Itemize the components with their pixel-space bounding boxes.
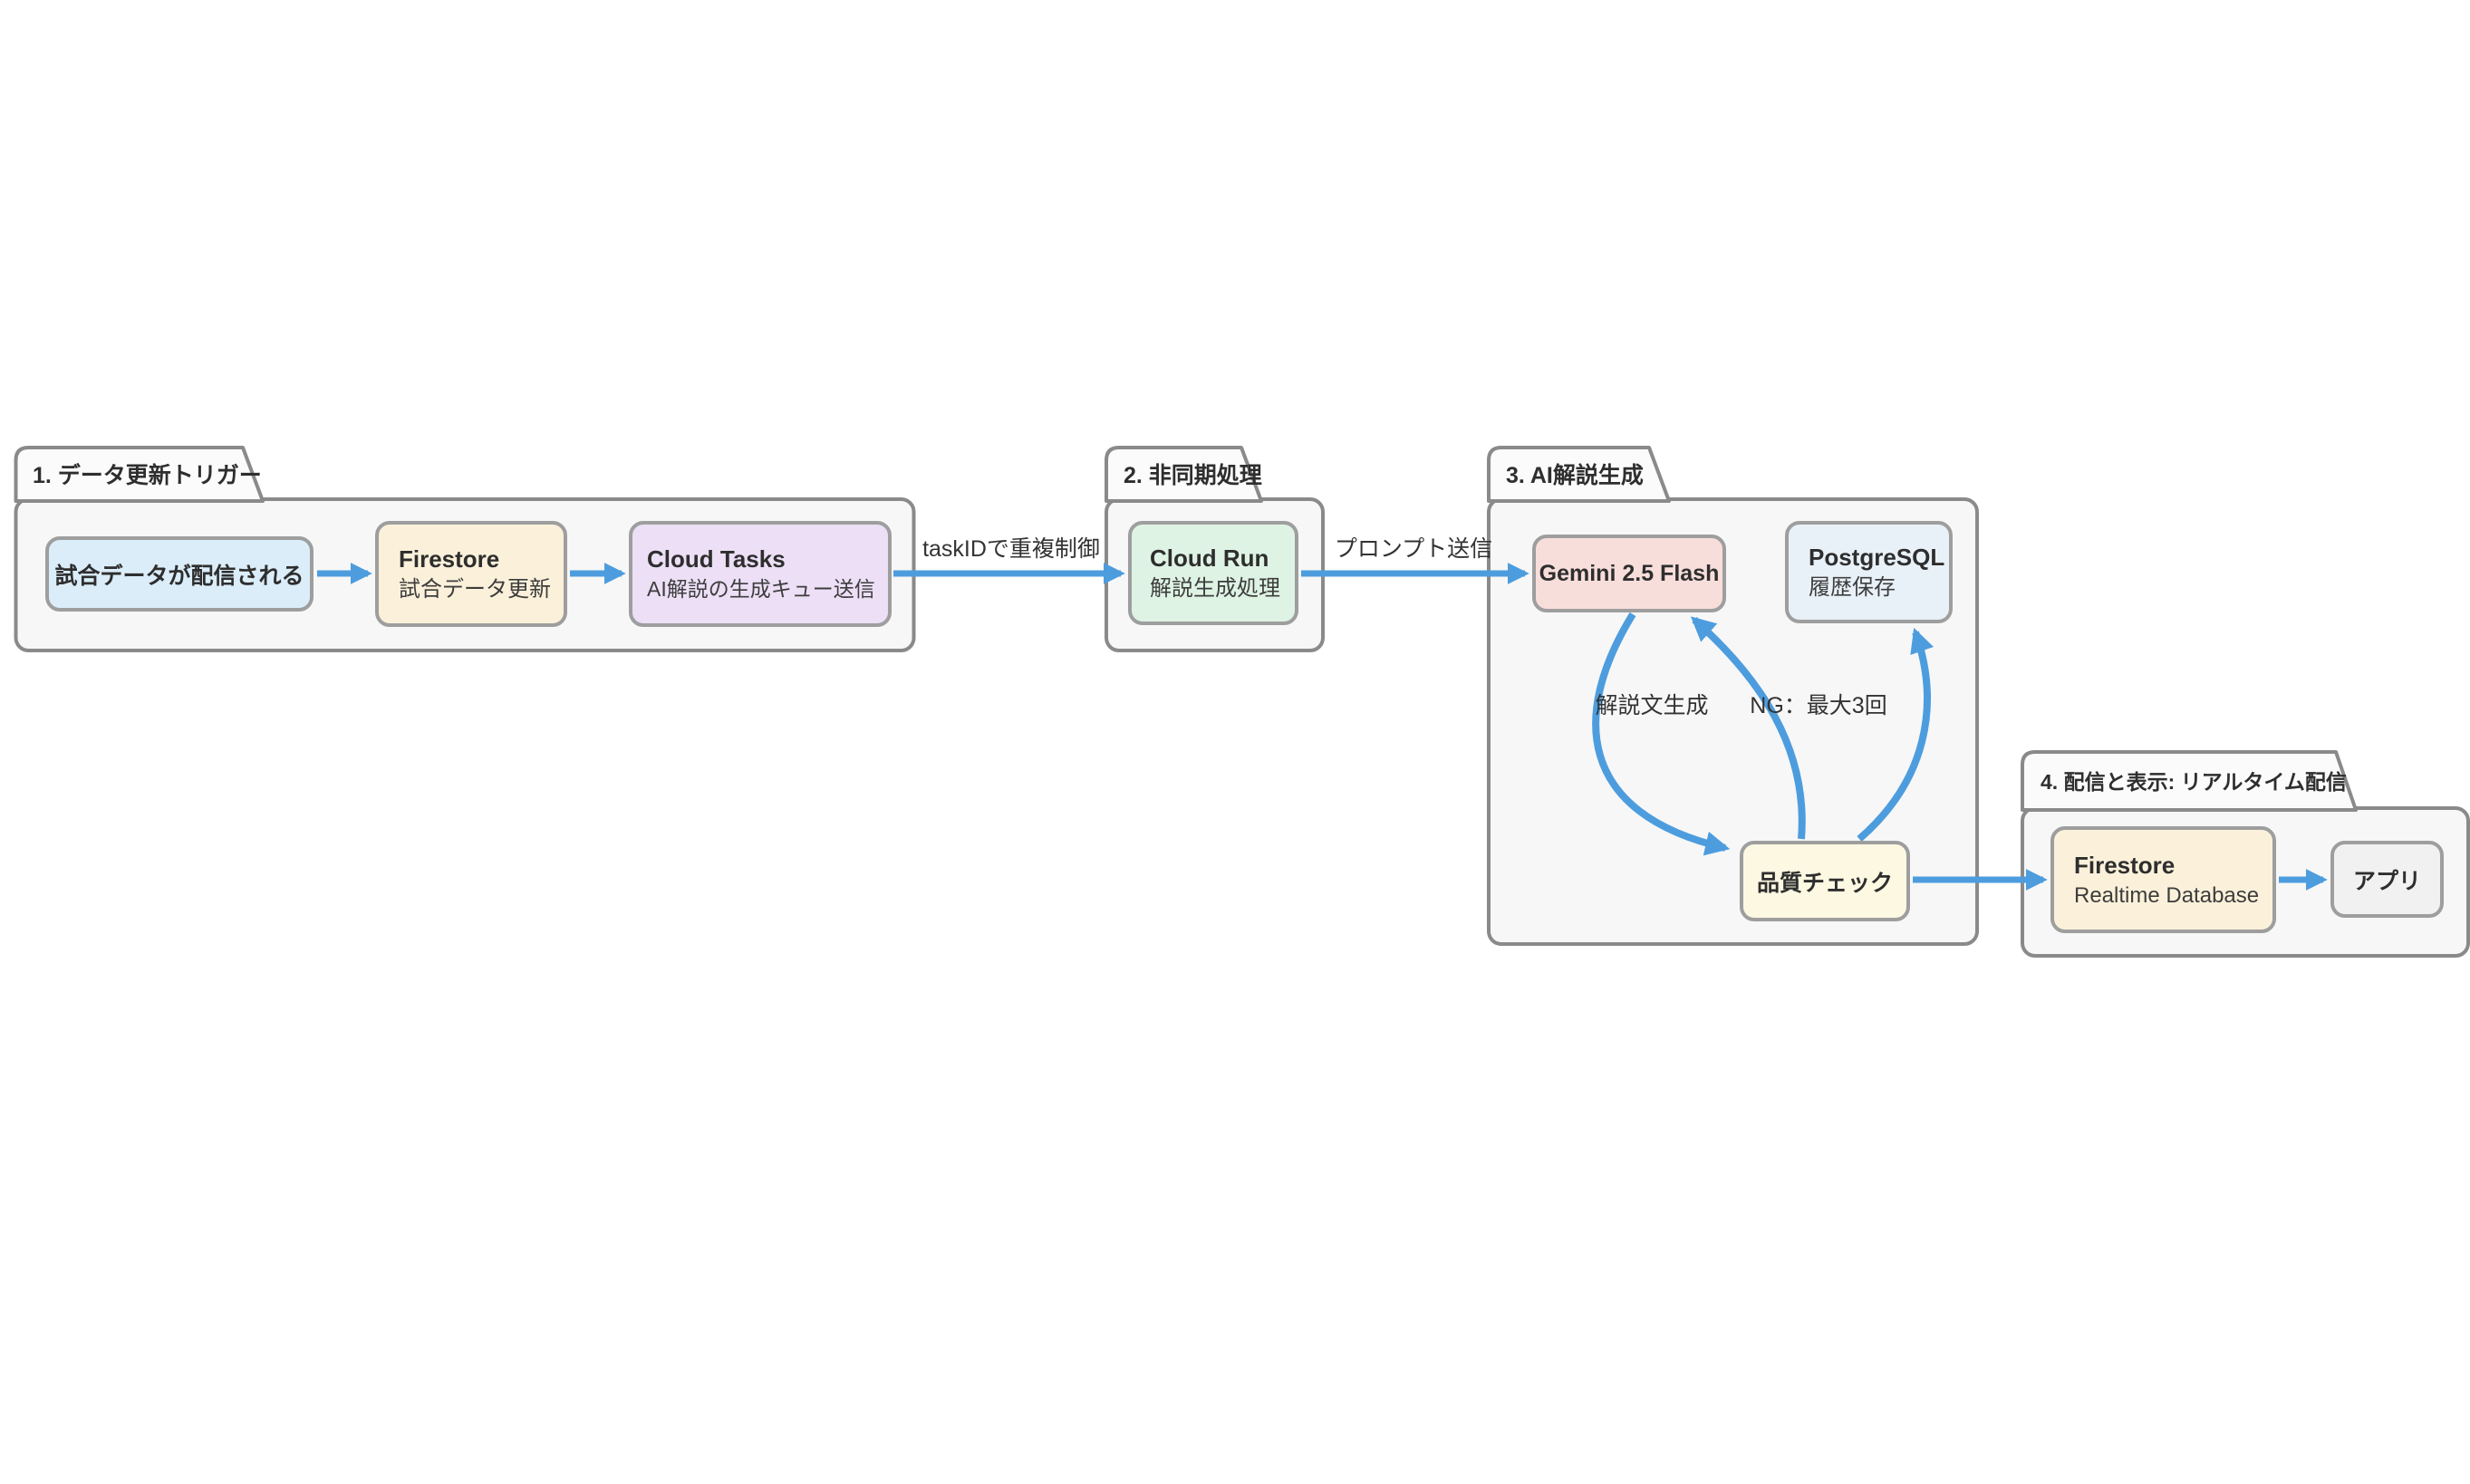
group-3-tab	[1487, 446, 1671, 503]
node-match-data: 試合データが配信される	[45, 536, 314, 612]
node-firestore-realtime-subtitle: Realtime Database	[2074, 882, 2260, 908]
node-gemini-title: Gemini 2.5 Flash	[1539, 560, 1720, 586]
node-cloud-tasks-title: Cloud Tasks	[647, 545, 786, 573]
node-cloud-run-subtitle: 解説生成処理	[1150, 576, 1280, 601]
node-firestore-update: Firestore 試合データ更新	[375, 521, 567, 627]
node-firestore-realtime-title: Firestore	[2074, 851, 2176, 879]
node-quality-check: 品質チェック	[1740, 841, 1910, 921]
group-2-tab	[1105, 446, 1263, 503]
node-postgresql: PostgreSQL 履歴保存	[1785, 521, 1953, 623]
node-gemini: Gemini 2.5 Flash	[1532, 535, 1726, 612]
node-postgresql-subtitle: 履歴保存	[1809, 575, 1896, 600]
node-cloud-tasks: Cloud Tasks AI解説の生成キュー送信	[629, 521, 892, 627]
node-app-title: アプリ	[2352, 868, 2421, 894]
group-4-tab	[2021, 750, 2358, 812]
node-match-data-title: 試合データが配信される	[54, 563, 304, 589]
edge-label-dedup: taskIDで重複制御	[922, 536, 1100, 562]
group-1-tab	[14, 446, 265, 503]
group-3-title: 3. AI解説生成	[1506, 462, 1644, 488]
node-quality-check-title: 品質チェック	[1756, 870, 1893, 896]
edge-label-prompt: プロンプト送信	[1334, 536, 1493, 562]
edge-label-retry: NG：最大3回	[1750, 693, 1887, 718]
node-firestore-update-title: Firestore	[399, 545, 500, 573]
node-app: アプリ	[2330, 841, 2444, 918]
node-cloud-run-title: Cloud Run	[1150, 544, 1269, 572]
arrow-qualitycheck-to-gemini-retry	[1690, 616, 1806, 840]
edge-label-generate: 解説文生成	[1595, 693, 1709, 718]
group-4-title: 4. 配信と表示: リアルタイム配信	[2041, 770, 2347, 794]
node-cloud-tasks-subtitle: AI解説の生成キュー送信	[647, 577, 875, 601]
node-cloud-run: Cloud Run 解説生成処理	[1128, 521, 1298, 625]
node-firestore-update-subtitle: 試合データ更新	[399, 577, 551, 602]
arrow-qualitycheck-to-postgresql	[1857, 627, 1935, 843]
group-1-title: 1. データ更新トリガー	[33, 462, 262, 488]
node-firestore-realtime: Firestore Realtime Database	[2050, 826, 2276, 933]
node-postgresql-title: PostgreSQL	[1809, 544, 1945, 571]
arrow-gemini-to-qualitycheck	[1592, 612, 1731, 856]
group-2-title: 2. 非同期処理	[1124, 462, 1262, 488]
